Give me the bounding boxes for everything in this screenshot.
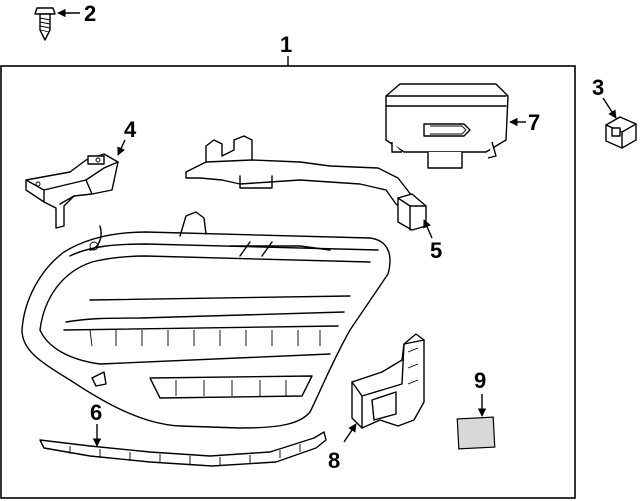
callout-5: 5 [430,238,442,263]
callout-4-leader [117,139,126,156]
callout-2: 2 [84,1,96,26]
callout-7: 7 [528,110,540,135]
part-9-pad [456,416,496,450]
callout-5-leader [423,219,433,239]
part-4-bracket [25,153,119,229]
part-6-trim-strip [39,431,327,467]
callout-3-leader [602,97,617,119]
callout-3: 3 [592,75,604,100]
part-7-module [385,83,509,169]
callout-4: 4 [124,117,137,142]
callout-8-leader [343,423,357,443]
callout-6: 6 [90,400,102,425]
part-3-clip [605,116,637,149]
callout-9: 9 [474,368,486,393]
part-8-side-bracket [351,333,425,429]
part-1-headlamp [21,211,391,429]
callout-1: 1 [280,32,292,57]
part-5-bracket [185,135,427,231]
callout-8: 8 [328,448,340,473]
part-2-screw [34,7,56,41]
